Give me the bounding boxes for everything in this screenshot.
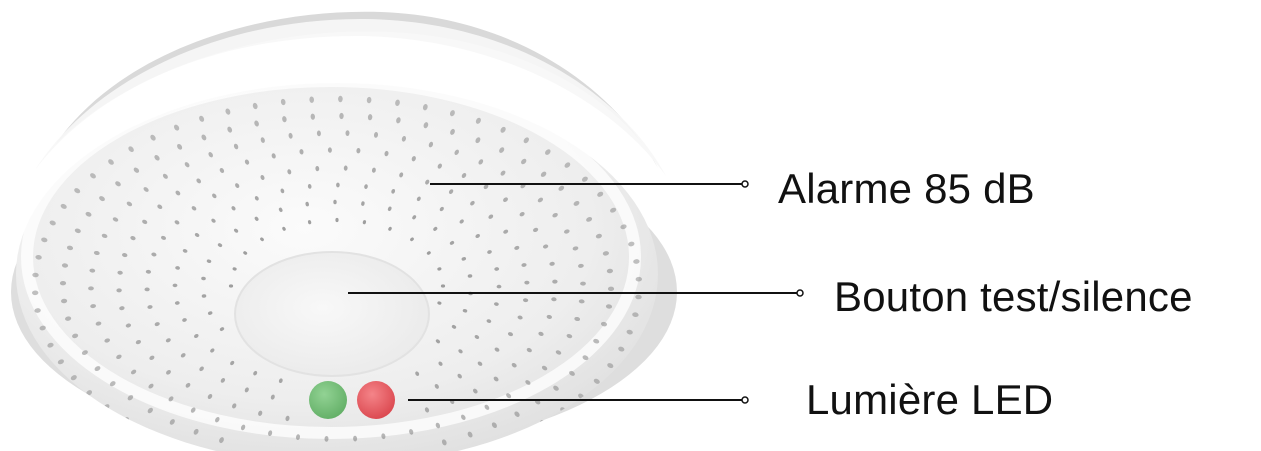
alarm-85-db-label: Alarme 85 dB [778,168,1035,210]
test-silence-button-label: Bouton test/silence [834,276,1193,318]
speaker-hole [494,440,501,448]
alarm-leader-end-icon [742,181,748,187]
speaker-hole [167,438,174,446]
speaker-hole [173,284,178,288]
led-leader-end-icon [742,397,748,403]
green-led-icon [309,381,347,419]
button-leader-end-icon [797,290,803,296]
test-silence-button[interactable] [235,252,429,376]
led-light-label: Lumière LED [806,379,1053,421]
speaker-hole [335,218,338,222]
red-led-icon [357,381,395,419]
speaker-hole [497,285,502,289]
speaker-hole [441,284,445,287]
speaker-hole [336,183,340,188]
speaker-hole [229,284,233,287]
